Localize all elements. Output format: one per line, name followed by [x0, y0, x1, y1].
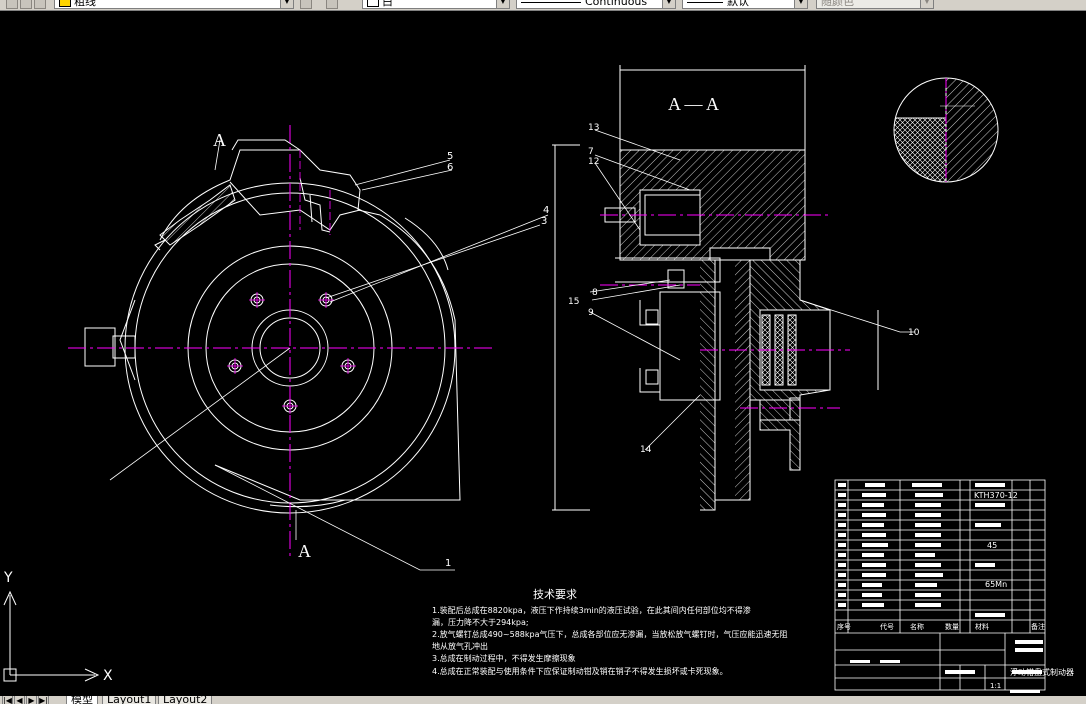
- color-name: 白: [382, 0, 393, 8]
- chevron-down-icon[interactable]: ▼: [496, 0, 509, 8]
- linetype-sample: [521, 1, 581, 3]
- chevron-down-icon[interactable]: ▼: [280, 0, 293, 8]
- layer-state-icon[interactable]: [6, 0, 18, 9]
- title-block-header: 序号 代号 名称 数量 材料 备注: [837, 622, 1045, 631]
- callout-13: 13: [588, 123, 599, 133]
- callout-7: 7: [588, 147, 594, 157]
- ucs-y-label: Y: [3, 570, 13, 586]
- header-label-qty: 数量: [945, 622, 959, 631]
- technical-requirements: 技术要求 1.装配后总成在8820kpa，液压下作持续3min的液压试验，在此其…: [432, 588, 787, 676]
- plotstyle-dropdown[interactable]: 随颜色 ▼: [816, 0, 934, 9]
- layer-previous-icon[interactable]: [326, 0, 338, 9]
- drawing-name: 浮动钳盘式制动器: [1010, 667, 1074, 677]
- lineweight-name: 默认: [727, 0, 749, 8]
- material-1: KTH370-12: [974, 491, 1018, 500]
- callout-5: 5: [447, 151, 453, 162]
- tech-note-5: 3.总成在制动过程中，不得发生摩擦现象: [432, 653, 576, 663]
- header-label-code: 代号: [880, 622, 894, 631]
- section-view-centerlines: [600, 214, 850, 409]
- layer-bulb-icon: [59, 0, 71, 7]
- callout-9: 9: [588, 308, 594, 318]
- header-label-remark: 备注: [1031, 622, 1045, 631]
- section-view-title: A — A: [668, 94, 719, 114]
- header-label-name: 名称: [910, 622, 924, 631]
- tech-note-2: 漏，压力降不大于294kpa;: [432, 617, 529, 627]
- make-current-layer-icon[interactable]: [300, 0, 312, 9]
- last-tab-icon[interactable]: ▶|: [38, 696, 49, 704]
- color-dropdown[interactable]: 白 ▼: [362, 0, 510, 9]
- layer-freeze-icon[interactable]: [20, 0, 32, 9]
- tech-note-6: 4.总成在正常装配与使用条件下应保证制动钳及销在销子不得发生损坏或卡死现象。: [432, 666, 728, 676]
- properties-toolbar: 粗线 ▼ 白 ▼ Continuous ▼ 默认 ▼ 随颜色 ▼: [0, 0, 1086, 11]
- material-2: 45: [987, 541, 997, 550]
- front-view-leaders: [109, 139, 549, 571]
- layer-lock-icon[interactable]: [34, 0, 46, 9]
- section-marker-top: A: [213, 130, 226, 150]
- linetype-name: Continuous: [585, 0, 648, 8]
- title-block-filled-cells: [838, 483, 1043, 693]
- callout-8: 8: [592, 288, 598, 298]
- scale-value: 1:1: [990, 682, 1001, 690]
- bolt-circle-centerlines: [227, 150, 356, 414]
- linetype-dropdown[interactable]: Continuous ▼: [516, 0, 676, 9]
- callout-3: 3: [541, 216, 547, 227]
- header-label-material: 材料: [975, 622, 989, 631]
- section-view-leaders: [589, 129, 915, 451]
- first-tab-icon[interactable]: |◀: [2, 696, 13, 704]
- ucs-icon: [3, 590, 100, 682]
- layer-dropdown[interactable]: 粗线 ▼: [54, 0, 294, 9]
- header-label-index: 序号: [837, 622, 851, 631]
- tech-note-4: 地从放气孔冲出: [432, 641, 488, 651]
- callout-1: 1: [445, 558, 451, 569]
- plotstyle-name: 随颜色: [821, 0, 854, 8]
- front-view-centerlines: [68, 125, 495, 560]
- detail-view[interactable]: [890, 77, 1006, 188]
- lineweight-sample: [687, 1, 723, 3]
- callout-15: 15: [568, 297, 579, 307]
- callout-12: 12: [588, 157, 599, 167]
- tech-note-3: 2.放气螺钉总成490~588kpa气压下，总成各部位应无渗漏，当放松放气螺钉时…: [432, 629, 787, 639]
- chevron-down-icon[interactable]: ▼: [662, 0, 675, 8]
- callout-10: 10: [908, 328, 920, 338]
- callout-4: 4: [543, 205, 549, 216]
- color-swatch-icon: [367, 0, 379, 7]
- layout-tab-bar: |◀ ◀ ▶ ▶| 模型 Layout1 Layout2: [0, 696, 1086, 704]
- section-marker-bottom: A: [298, 541, 311, 561]
- lineweight-dropdown[interactable]: 默认 ▼: [682, 0, 808, 9]
- callout-14: 14: [640, 445, 652, 455]
- prev-tab-icon[interactable]: ◀: [14, 696, 25, 704]
- chevron-down-icon[interactable]: ▼: [794, 0, 807, 8]
- drawing-canvas[interactable]: A A 1 4 3 5 6: [0, 11, 1086, 696]
- tech-note-1: 1.装配后总成在8820kpa，液压下作持续3min的液压试验，在此其间内任何部…: [432, 605, 751, 615]
- title-block[interactable]: [834, 479, 1046, 691]
- tab-layout2[interactable]: Layout2: [158, 696, 213, 704]
- tab-layout1[interactable]: Layout1: [102, 696, 157, 704]
- chevron-down-icon[interactable]: ▼: [920, 0, 933, 8]
- callout-6: 6: [447, 162, 453, 173]
- material-3: 65Mn: [985, 580, 1007, 589]
- tech-title: 技术要求: [533, 588, 577, 601]
- layer-name: 粗线: [74, 0, 96, 8]
- ucs-x-label: X: [103, 668, 113, 684]
- tab-model[interactable]: 模型: [66, 696, 98, 704]
- next-tab-icon[interactable]: ▶: [26, 696, 37, 704]
